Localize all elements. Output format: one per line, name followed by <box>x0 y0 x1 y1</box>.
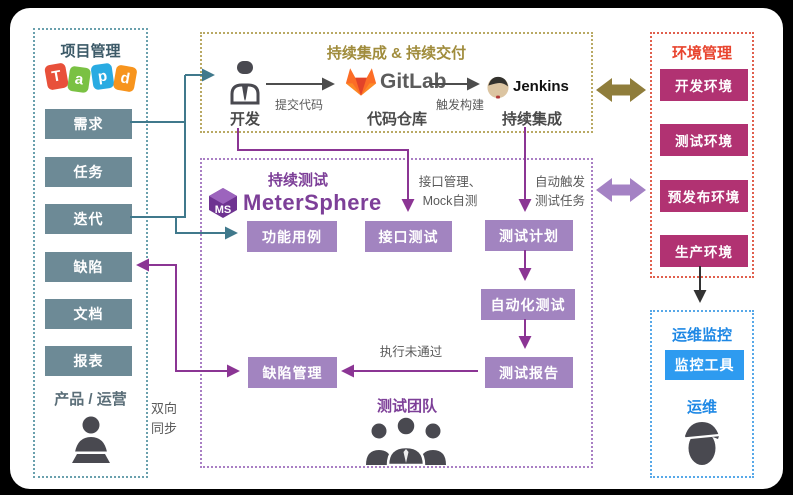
person-tie-icon <box>226 59 264 110</box>
test-team-label: 测试团队 <box>376 398 437 415</box>
api-testing-box: 接口测试 <box>365 221 452 252</box>
ops-panel-title: 运维监控 <box>671 327 732 344</box>
trigger-build-label: 触发构建 <box>435 98 484 112</box>
project-item-defects: 缺陷 <box>45 252 132 282</box>
continuous-testing-panel: 持续测试 MS MeterSphere 功能用例 接口测试 测试计划 自动化测试… <box>200 158 593 468</box>
environment-panel: 环境管理 开发环境 测试环境 预发布环境 生产环境 <box>650 32 754 278</box>
tapd-tile: p <box>89 62 115 91</box>
env-item-dev: 开发环境 <box>660 69 748 101</box>
tapd-logo-icon: T a p d <box>35 62 146 94</box>
environment-panel-title: 环境管理 <box>671 45 732 62</box>
developer-label: 开发 <box>229 111 260 128</box>
sync-line2: 同步 <box>150 421 177 437</box>
env-item-staging: 预发布环境 <box>660 180 748 212</box>
project-item-reports: 报表 <box>45 346 132 376</box>
trigger-note-line2: 测试任务 <box>534 194 585 209</box>
test-report-box: 测试报告 <box>485 357 573 388</box>
test-plan-box: 测试计划 <box>485 220 573 251</box>
gitlab-wordmark: GitLab <box>380 70 447 93</box>
env-item-test: 测试环境 <box>660 124 748 156</box>
continuous-integration-label: 持续集成 <box>501 111 562 128</box>
tapd-tile: a <box>66 65 91 94</box>
project-item-iterations: 迭代 <box>45 204 132 234</box>
project-management-panel: 项目管理 T a p d 需求 任务 迭代 缺陷 文档 报表 产品 / 运营 <box>33 28 148 478</box>
project-item-requirements: 需求 <box>45 109 132 139</box>
gitlab-fox-icon <box>344 65 378 103</box>
ci-panel-title: 持续集成 & 持续交付 <box>326 45 467 62</box>
code-repo-label: 代码仓库 <box>366 111 427 128</box>
product-operations-label: 产品 / 运营 <box>54 391 127 408</box>
tapd-tile: T <box>43 62 69 91</box>
env-item-production: 生产环境 <box>660 235 748 267</box>
person-laptop-icon <box>35 414 146 473</box>
ci-cd-panel: 持续集成 & 持续交付 开发 提交代码 GitLab 代码仓库 触发构建 <box>200 32 593 133</box>
automated-testing-box: 自动化测试 <box>481 289 575 320</box>
project-item-tasks: 任务 <box>45 157 132 187</box>
svg-text:MS: MS <box>215 204 232 216</box>
api-note-line2: Mock自测 <box>422 194 478 209</box>
bidirectional-sync-label: 双向 同步 <box>138 399 190 439</box>
purple-cube-icon: MS <box>209 188 237 218</box>
api-note-line1: 接口管理、 <box>418 175 482 189</box>
project-item-documents: 文档 <box>45 299 132 329</box>
defect-management-box: 缺陷管理 <box>248 357 337 388</box>
metersphere-logo: MS MeterSphere <box>208 187 382 219</box>
jenkins-butler-icon <box>486 75 510 105</box>
jenkins-wordmark: Jenkins <box>513 78 569 95</box>
functional-cases-box: 功能用例 <box>247 221 337 252</box>
tapd-tile: d <box>112 64 138 93</box>
exec-fail-note: 执行未通过 <box>379 345 443 359</box>
ops-role-label: 运维 <box>686 399 717 416</box>
worker-helmet-icon <box>652 416 752 473</box>
commit-code-label: 提交代码 <box>274 98 323 112</box>
trigger-note-line1: 自动触发 <box>534 175 585 189</box>
project-panel-title: 项目管理 <box>60 43 121 60</box>
monitoring-tools-box: 监控工具 <box>665 350 744 380</box>
people-group-icon <box>362 415 450 470</box>
sync-line1: 双向 <box>150 401 177 416</box>
auto-trigger-note: 自动触发 测试任务 <box>528 173 592 212</box>
metersphere-wordmark: MeterSphere <box>243 190 382 215</box>
ops-monitoring-panel: 运维监控 监控工具 运维 <box>650 310 754 478</box>
api-mock-note: 接口管理、 Mock自测 <box>412 173 488 212</box>
